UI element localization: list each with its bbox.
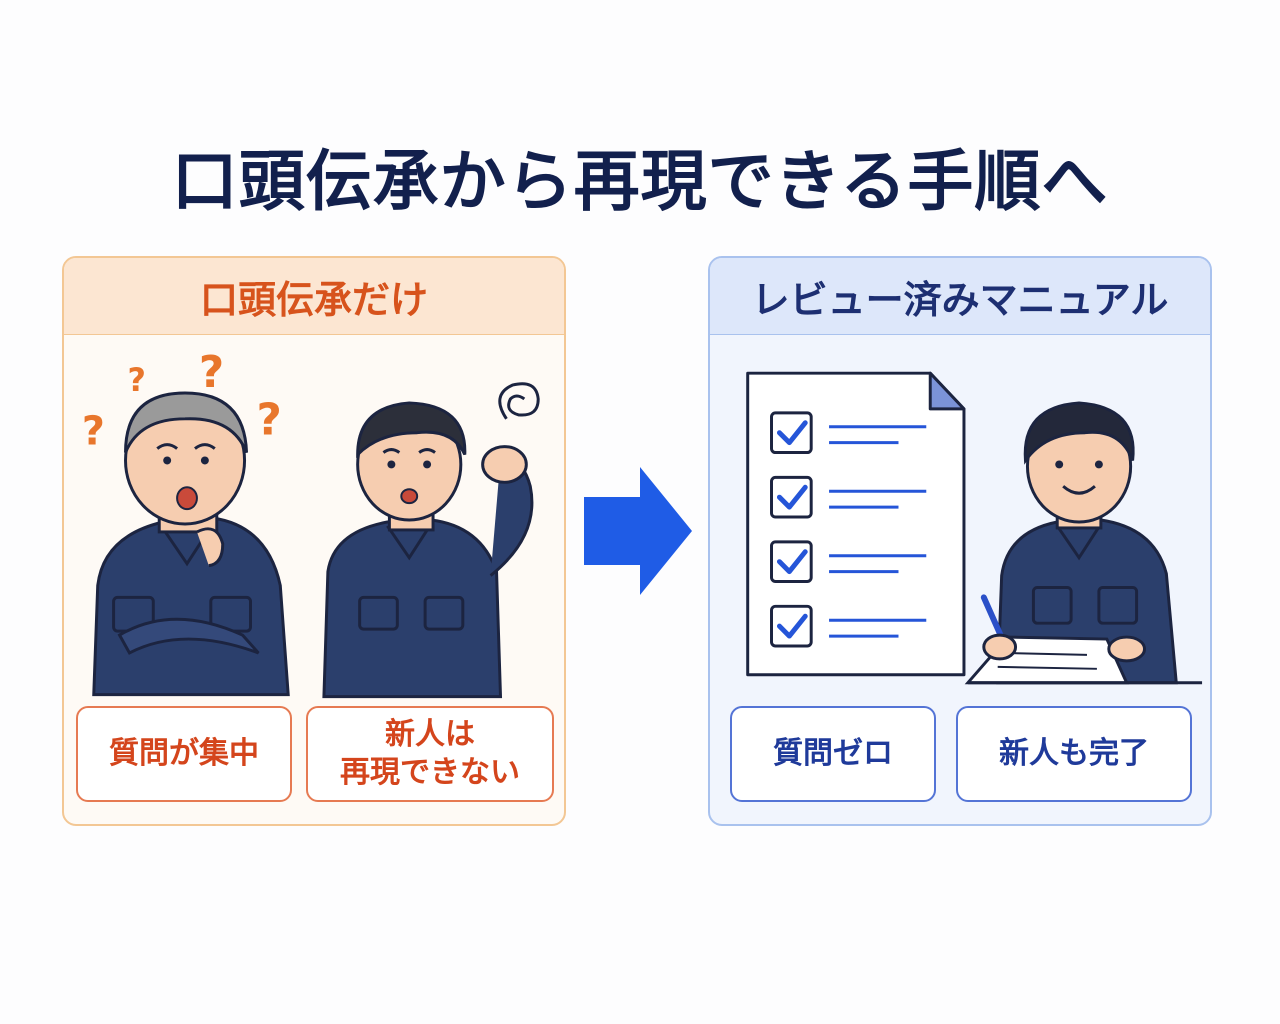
checkbox-icon xyxy=(770,540,813,584)
zero-questions-badge: 質問ゼロ xyxy=(730,706,936,802)
checkmark-icon xyxy=(776,549,808,575)
oral-tradition-panel: 口頭伝承だけ ? ? ? ? xyxy=(62,256,566,826)
right-arrow-icon xyxy=(584,467,692,595)
checkmark-icon xyxy=(776,420,808,446)
svg-text:?: ? xyxy=(127,363,145,399)
checklist-item xyxy=(770,475,927,519)
checkbox-icon xyxy=(770,411,813,455)
question-mark-icon: ? ? ? ? xyxy=(82,347,282,455)
reviewed-manual-header: レビュー済みマニュアル xyxy=(710,258,1210,335)
checkmark-icon xyxy=(776,484,808,510)
confused-new-worker xyxy=(322,401,534,699)
svg-text:?: ? xyxy=(82,409,105,455)
checkbox-icon xyxy=(770,604,813,648)
checklist-item xyxy=(770,411,927,455)
confused-veteran-worker xyxy=(92,391,290,697)
checklist-item xyxy=(770,540,927,584)
svg-text:?: ? xyxy=(256,395,281,446)
checkbox-icon xyxy=(770,475,813,519)
svg-text:?: ? xyxy=(199,347,224,398)
questions-concentrated-badge: 質問が集中 xyxy=(76,706,292,802)
dizzy-swirl-icon xyxy=(498,382,540,420)
confused-workers-illustration: ? ? ? ? xyxy=(82,347,540,699)
reviewed-manual-panel: レビュー済みマニュアル 質問ゼロ 新人も完了 xyxy=(708,256,1212,826)
newcomer-completes-badge: 新人も完了 xyxy=(956,706,1192,802)
manual-illustration xyxy=(746,371,1203,685)
oral-tradition-header: 口頭伝承だけ xyxy=(64,258,564,335)
checklist-item xyxy=(770,604,927,648)
page-title: 口頭伝承から再現できる手順へ xyxy=(171,143,1109,220)
smiling-worker-writing xyxy=(964,401,1203,685)
cannot-reproduce-badge: 新人は 再現できない xyxy=(306,706,554,802)
checkmark-icon xyxy=(776,613,808,639)
checklist-document xyxy=(746,371,966,677)
